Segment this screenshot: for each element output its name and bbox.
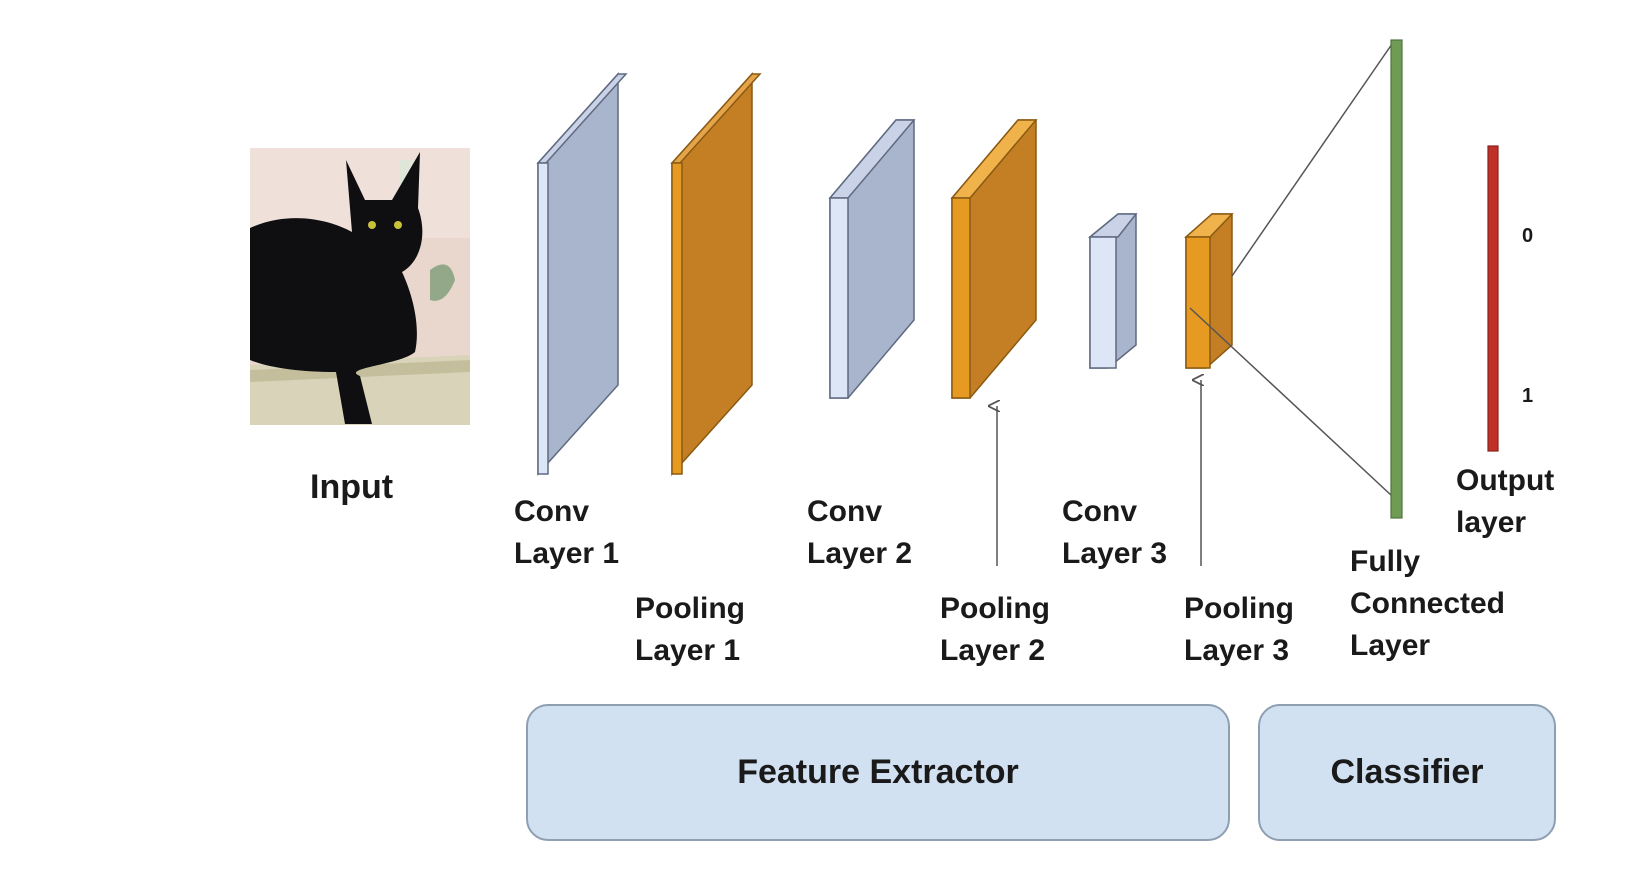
fully-connected-layer-label: Fully Connected Layer	[1350, 541, 1505, 667]
conv-layer-2-label-line-2: Layer 2	[807, 537, 913, 570]
conv-layer-1-label: Conv Layer 1	[514, 491, 619, 575]
pooling-layer-2-block	[950, 119, 1038, 399]
feature-extractor-box: Feature Extractor	[526, 704, 1230, 841]
conv-layer-1-block	[536, 72, 628, 476]
classifier-label: Classifier	[1330, 753, 1484, 791]
pooling-layer-3-label-line-1: Pooling	[1184, 592, 1294, 625]
conv-layer-3-label: Conv Layer 3	[1062, 491, 1167, 575]
fc-connection-line-bottom	[1189, 307, 1393, 497]
fully-connected-label-line-1: Fully	[1350, 545, 1421, 578]
output-scale-top: 0	[1522, 225, 1534, 247]
fully-connected-label-line-3: Layer	[1350, 629, 1431, 662]
output-layer-label-line-2: layer	[1456, 506, 1527, 539]
fully-connected-label-line-2: Connected	[1350, 587, 1506, 620]
feature-extractor-label: Feature Extractor	[737, 753, 1019, 791]
pooling-layer-1-block	[670, 72, 762, 476]
pooling-layer-1-label-line-2: Layer 1	[635, 634, 741, 667]
conv-layer-1-label-line-2: Layer 1	[514, 537, 620, 570]
pooling-layer-2-label: Pooling Layer 2	[940, 588, 1050, 672]
conv-layer-1-label-line-1: Conv	[514, 495, 589, 528]
conv-layer-2-label-line-1: Conv	[807, 495, 882, 528]
output-layer-label-line-1: Output	[1456, 464, 1555, 497]
conv-layer-3-label-line-1: Conv	[1062, 495, 1137, 528]
output-layer-label: Output layer	[1456, 460, 1554, 544]
pooling-layer-1-label: Pooling Layer 1	[635, 588, 745, 672]
input-label: Input	[310, 468, 394, 506]
classifier-box: Classifier	[1258, 704, 1556, 841]
conv-layer-2-block	[828, 119, 916, 399]
conv-layer-2-label: Conv Layer 2	[807, 491, 912, 575]
fully-connected-layer-bar	[1390, 39, 1403, 519]
input-image	[250, 148, 470, 425]
conv-layer-3-block	[1087, 213, 1138, 369]
fc-connection-line-top	[1231, 43, 1393, 277]
pooling-layer-2-label-line-2: Layer 2	[940, 634, 1046, 667]
pooling-layer-1-label-line-1: Pooling	[635, 592, 745, 625]
pooling-layer-3-label: Pooling Layer 3	[1184, 588, 1294, 672]
pooling-layer-2-label-line-1: Pooling	[940, 592, 1050, 625]
output-layer-bar	[1487, 145, 1499, 452]
pooling-layer-3-block	[1184, 213, 1234, 369]
output-scale-bottom: 1	[1522, 385, 1534, 407]
conv-layer-3-label-line-2: Layer 3	[1062, 537, 1168, 570]
pooling-layer-3-label-line-2: Layer 3	[1184, 634, 1290, 667]
